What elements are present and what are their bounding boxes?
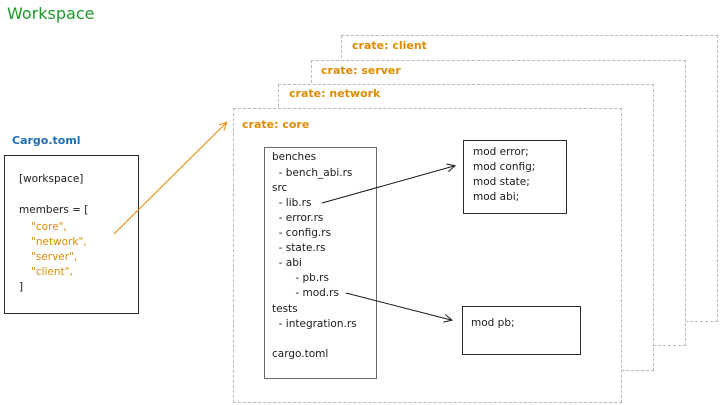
tree-item: - error.rs [272, 212, 324, 224]
member-core: "core", [31, 221, 67, 233]
tree-item: - bench_abi.rs [272, 167, 353, 179]
members-open: members = [ [19, 204, 89, 216]
tree-item: cargo.toml [272, 348, 329, 360]
tree-item: - state.rs [272, 242, 326, 254]
mod-line: mod error; [473, 146, 529, 158]
cargo-toml-label: Cargo.toml [12, 134, 81, 147]
tree-item: - integration.rs [272, 318, 357, 330]
tree-item: - config.rs [272, 227, 332, 239]
mod-line: mod pb; [471, 317, 515, 329]
file-tree-box: benches - bench_abi.rs src - lib.rs - er… [264, 147, 377, 379]
tree-item: src [272, 182, 288, 194]
cargo-toml-box: [workspace] members = [ "core", "network… [4, 155, 139, 314]
crate-core-label: crate: core [242, 118, 310, 131]
crate-network-label: crate: network [289, 87, 381, 100]
member-network: "network", [31, 236, 87, 248]
arrow-lib-to-mods [321, 166, 454, 204]
crate-server-label: crate: server [321, 64, 401, 77]
tree-item: tests [272, 303, 298, 315]
page-title: Workspace [7, 4, 95, 23]
arrow-cargo-to-core [113, 123, 226, 235]
arrow-modrs-to-pb [345, 292, 451, 320]
abi-mods-box: mod pb; [462, 306, 581, 355]
tree-item: - mod.rs [272, 287, 339, 299]
tree-item: benches [272, 151, 317, 163]
member-client: "client", [31, 266, 73, 278]
members-close: ] [19, 281, 24, 293]
mod-line: mod state; [473, 176, 530, 188]
member-server: "server", [31, 251, 78, 263]
tree-item: - abi [272, 257, 302, 269]
mod-line: mod abi; [473, 191, 520, 203]
tree-item: - pb.rs [272, 272, 329, 284]
tree-item: - lib.rs [272, 197, 312, 209]
workspace-header: [workspace] [19, 173, 84, 185]
mod-line: mod config; [473, 161, 536, 173]
crate-client-label: crate: client [352, 39, 427, 52]
lib-mods-box: mod error; mod config; mod state; mod ab… [463, 140, 567, 214]
